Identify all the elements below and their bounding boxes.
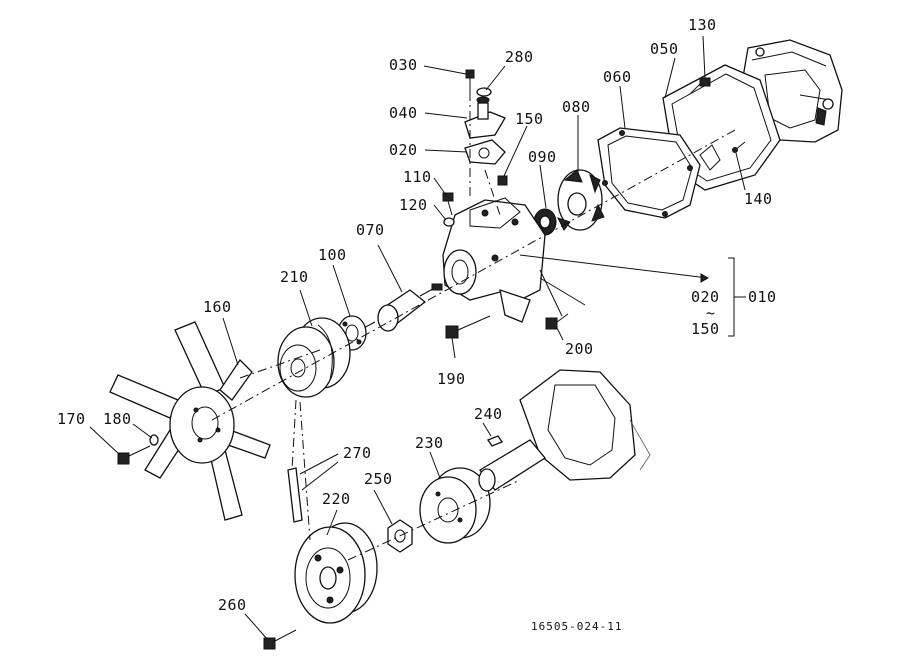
label-080: 080 [562, 98, 591, 116]
label-090: 090 [528, 148, 557, 166]
label-030: 030 [389, 56, 418, 74]
label-260: 260 [218, 596, 247, 614]
label-140: 140 [744, 190, 773, 208]
washer-120 [443, 217, 455, 227]
label-040: 040 [389, 104, 418, 122]
label-020-assembly: 020 [691, 288, 720, 306]
fan-160 [109, 321, 271, 521]
impeller-080 [557, 169, 605, 231]
label-150-top: 150 [515, 110, 544, 128]
label-010: 010 [748, 288, 777, 306]
label-210: 210 [280, 268, 309, 286]
label-250: 250 [364, 470, 393, 488]
label-190: 190 [437, 370, 466, 388]
gasket-020 [464, 139, 506, 165]
pipe-040 [464, 96, 506, 139]
label-170: 170 [57, 410, 86, 428]
bolt-110 [442, 192, 454, 216]
label-220: 220 [322, 490, 351, 508]
gear-230 [419, 467, 491, 544]
label-120: 120 [399, 196, 428, 214]
label-060: 060 [603, 68, 632, 86]
plug-150 [497, 175, 508, 186]
pump-cover-060 [597, 127, 701, 219]
label-050: 050 [650, 40, 679, 58]
label-110: 110 [403, 168, 432, 186]
shaft-bearing-070 [359, 283, 443, 332]
bolt-030 [465, 69, 475, 92]
label-200: 200 [565, 340, 594, 358]
label-240: 240 [474, 405, 503, 423]
label-100: 100 [318, 246, 347, 264]
key-240 [487, 435, 503, 447]
water-pump-body [442, 197, 546, 323]
label-280: 280 [505, 48, 534, 66]
crankshaft [478, 369, 651, 492]
o-ring-280 [476, 87, 492, 97]
label-150-assembly: 150 [691, 320, 720, 338]
washer-180 [149, 434, 159, 446]
bolt-190 [445, 315, 491, 339]
label-270: 270 [343, 444, 372, 462]
fan-pulley-210 [277, 317, 351, 398]
label-070: 070 [356, 221, 385, 239]
v-belt-270 [287, 467, 303, 523]
label-230: 230 [415, 434, 444, 452]
label-130: 130 [688, 16, 717, 34]
bolt-260 [263, 629, 297, 650]
bolt-140 [732, 141, 746, 153]
label-160: 160 [203, 298, 232, 316]
center-lines [211, 92, 736, 561]
label-range-tilde: ~ [706, 304, 716, 322]
drawing-code: 16505-024-11 [531, 620, 623, 633]
label-020-top: 020 [389, 141, 418, 159]
crank-pulley-220 [294, 522, 378, 624]
leader-lines [89, 35, 746, 641]
label-180: 180 [103, 410, 132, 428]
bolt-170 [117, 445, 151, 465]
bolt-200 [545, 313, 569, 330]
